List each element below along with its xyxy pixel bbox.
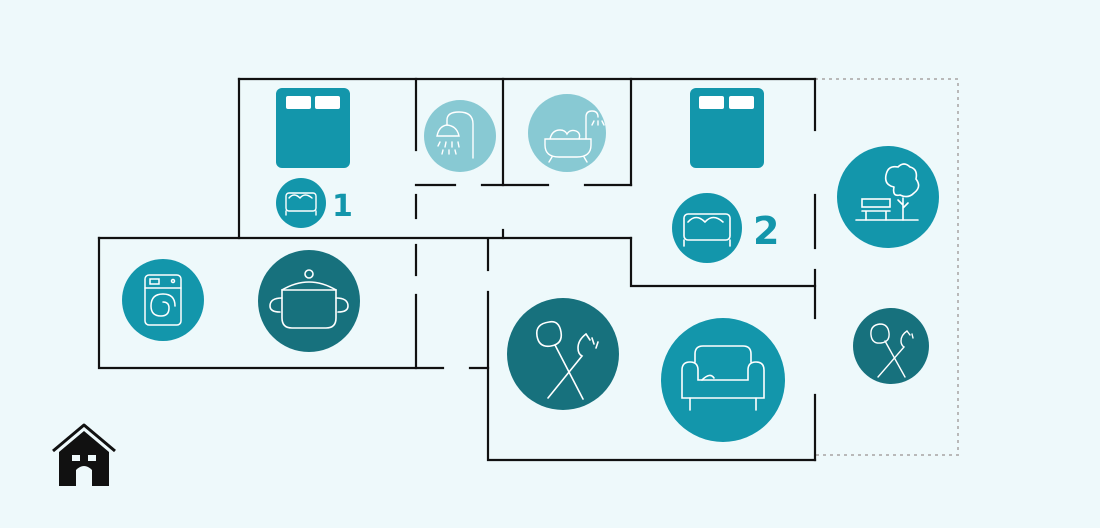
sofa-icon: [661, 318, 785, 442]
bed-icon-bedroom-2: [690, 88, 764, 168]
walls: [97, 77, 817, 462]
bed-small-icon-bedroom-1: [276, 178, 326, 228]
bathtub-icon: [528, 94, 606, 172]
garden-bench-tree-icon: [837, 146, 939, 248]
terrace-boundary: [815, 78, 959, 456]
dining-fork-spoon-icon: [507, 298, 619, 410]
washing-machine-icon: [122, 259, 204, 341]
bedroom-1-number: 1: [332, 189, 353, 224]
bed-small-icon-bedroom-2: [672, 193, 742, 263]
house-icon: [52, 423, 116, 486]
shower-icon: [424, 100, 496, 172]
cooking-pot-icon: [258, 250, 360, 352]
terrace-dining-icon: [853, 308, 929, 384]
bed-icon-bedroom-1: [276, 88, 350, 168]
bedroom-2-number: 2: [753, 209, 779, 253]
